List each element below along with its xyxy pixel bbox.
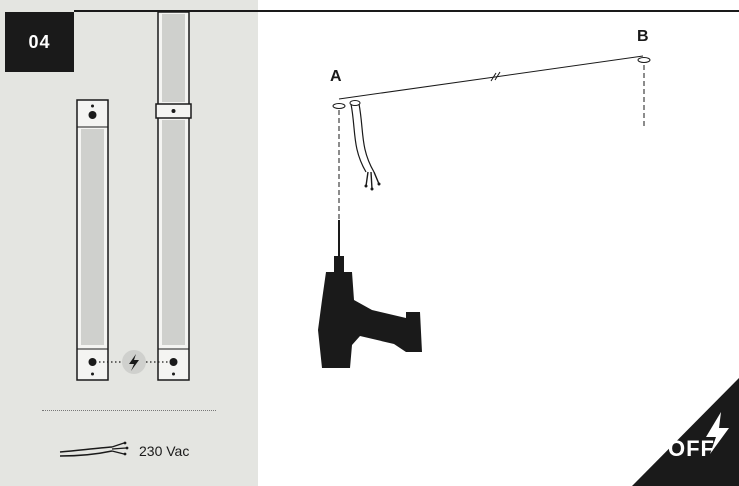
- left-panel: [0, 0, 258, 486]
- separator-line: [42, 410, 216, 411]
- hanging-cable: [349, 100, 381, 191]
- cable-voltage-label: 230 Vac: [139, 443, 190, 459]
- drill-icon: [318, 220, 422, 368]
- step-number-badge: 04: [5, 12, 74, 72]
- led-profile-right: [155, 11, 192, 381]
- point-b-label: B: [637, 28, 649, 45]
- top-rule: [74, 10, 739, 12]
- lightning-icon: [129, 354, 139, 371]
- point-a-label: A: [330, 68, 342, 85]
- power-connection: [95, 350, 171, 374]
- lightning-icon: [706, 412, 729, 454]
- cable-icon: [59, 441, 129, 457]
- led-profile-left: [76, 99, 109, 381]
- measurement-line: [332, 55, 651, 240]
- power-off-corner: [632, 378, 739, 486]
- power-off-label: OFF: [668, 436, 715, 461]
